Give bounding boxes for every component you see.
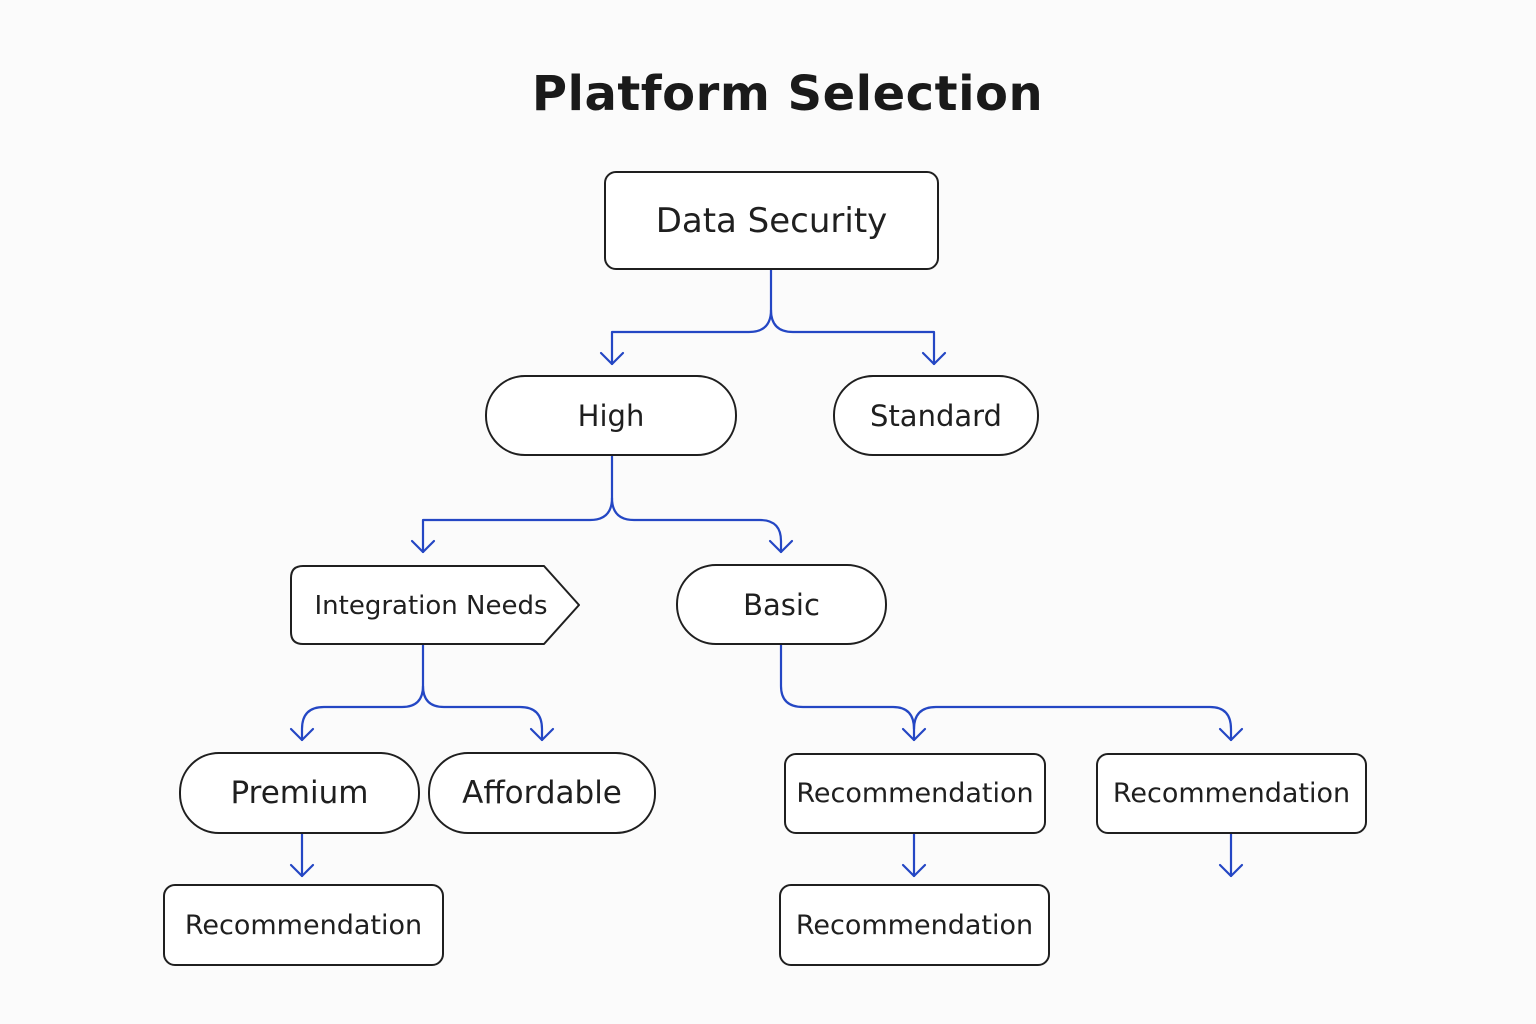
edge-basic-recommendation-3 (912, 705, 1233, 742)
node-premium: Premium (179, 752, 420, 834)
node-recommendation-1-label: Recommendation (184, 909, 423, 941)
arrowhead-recommendation-2 (901, 727, 927, 742)
node-basic: Basic (676, 564, 887, 645)
arrowhead-premium (289, 727, 315, 742)
node-high-label: High (577, 398, 645, 433)
edge-high-basic (610, 496, 783, 554)
node-integration-needs-shape (290, 565, 580, 645)
node-premium-label: Premium (230, 775, 369, 811)
arrowhead-recommendation-1 (289, 863, 315, 878)
node-integration-needs: Integration Needs (291, 566, 571, 646)
arrowhead-integration-needs (410, 539, 436, 554)
edge-basic-recommendation-2 (779, 643, 916, 742)
node-recommendation-3-label: Recommendation (1112, 778, 1351, 809)
arrowhead-high (599, 351, 625, 366)
arrowhead-dangling (1218, 863, 1244, 878)
arrowhead-basic (768, 539, 794, 554)
edge-data-security-high (610, 268, 773, 366)
node-recommendation-2: Recommendation (784, 753, 1046, 834)
edge-integration-needs-premium (300, 643, 425, 742)
node-basic-label: Basic (743, 587, 820, 622)
arrowhead-standard (921, 351, 947, 366)
node-recommendation-4: Recommendation (779, 884, 1050, 966)
arrowhead-affordable (529, 727, 555, 742)
node-recommendation-2-label: Recommendation (796, 778, 1034, 809)
node-recommendation-4-label: Recommendation (795, 909, 1034, 941)
edge-data-security-standard (769, 308, 936, 366)
edge-high-integration-needs (421, 454, 614, 554)
node-recommendation-3: Recommendation (1096, 753, 1367, 834)
node-affordable: Affordable (428, 752, 656, 834)
node-data-security-label: Data Security (655, 200, 888, 241)
node-recommendation-1: Recommendation (163, 884, 444, 966)
node-standard: Standard (833, 375, 1039, 456)
node-affordable-label: Affordable (462, 775, 622, 811)
node-integration-needs-label: Integration Needs (314, 591, 548, 621)
arrowhead-recommendation-3 (1218, 727, 1244, 742)
arrowhead-recommendation-4 (901, 863, 927, 878)
node-high: High (485, 375, 737, 456)
node-data-security: Data Security (604, 171, 939, 270)
diagram-title: Platform Selection (531, 66, 1044, 122)
node-standard-label: Standard (870, 398, 1002, 433)
edge-integration-needs-affordable (421, 684, 544, 742)
